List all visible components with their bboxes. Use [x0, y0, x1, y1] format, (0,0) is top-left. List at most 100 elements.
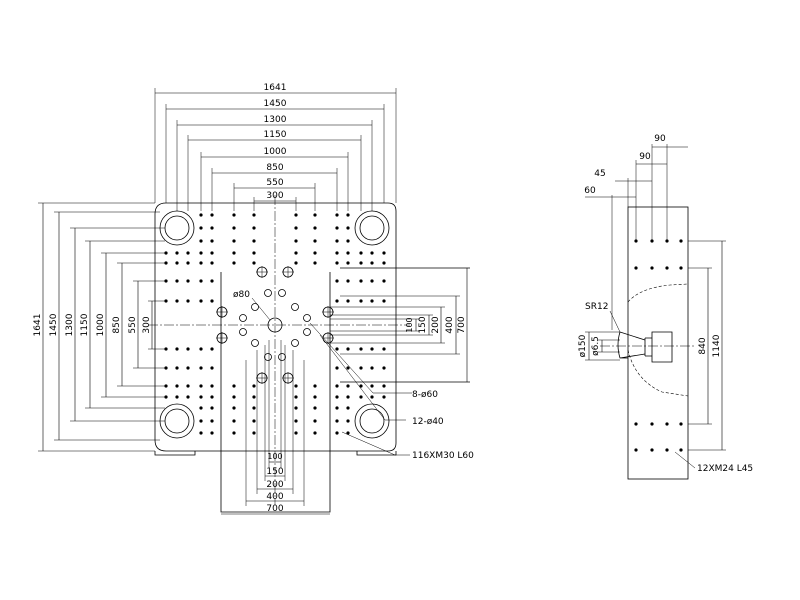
- tapped-hole: [210, 431, 214, 435]
- callout-116xm30: 116XM30 L60: [412, 451, 474, 461]
- tapped-hole: [232, 251, 236, 255]
- tapped-hole: [382, 279, 386, 283]
- tapped-hole: [210, 226, 214, 230]
- side-cavity-dashed: [627, 283, 689, 397]
- tapped-hole: [359, 299, 363, 303]
- tapped-hole: [232, 213, 236, 217]
- tapped-hole: [370, 384, 374, 388]
- left-dimensions: 1641 1450 1300 1150 1000 850 550 300: [33, 202, 165, 452]
- tapped-hole: [210, 261, 214, 265]
- dim-bottom-400: 400: [266, 492, 283, 502]
- tapped-hole: [252, 226, 256, 230]
- tapped-hole: [210, 279, 214, 283]
- tapped-hole: [252, 395, 256, 399]
- side-holes: [634, 239, 683, 452]
- tapped-hole: [313, 261, 317, 265]
- tapped-hole: [199, 384, 203, 388]
- dim-top-1641: 1641: [264, 83, 287, 93]
- tapped-hole: [346, 213, 350, 217]
- tapped-hole: [210, 419, 214, 423]
- tapped-hole: [175, 395, 179, 399]
- tapped-hole: [313, 251, 317, 255]
- tapped-hole: [359, 347, 363, 351]
- dim-left-1300: 1300: [65, 313, 75, 336]
- tapped-hole: [210, 406, 214, 410]
- tapped-hole: [335, 251, 339, 255]
- tapped-hole: [164, 279, 168, 283]
- tapped-hole: [175, 299, 179, 303]
- platen-foot-left: [154, 451, 196, 456]
- dim-top-850: 850: [266, 163, 283, 173]
- dim-left-300: 300: [142, 316, 152, 333]
- tapped-hole: [210, 384, 214, 388]
- tapped-hole: [359, 261, 363, 265]
- tapped-hole: [382, 261, 386, 265]
- tapped-hole: [313, 431, 317, 435]
- side-right-dimensions: 840 1140: [688, 240, 726, 451]
- dim-left-1000: 1000: [96, 313, 106, 336]
- callout-8-60: 8-ø60: [412, 390, 438, 400]
- side-radius-label: SR12: [585, 302, 608, 312]
- tapped-hole: [346, 419, 350, 423]
- side-nozzle: [644, 331, 673, 363]
- tapped-hole: [210, 395, 214, 399]
- tapped-hole: [186, 384, 190, 388]
- dim-left-1641: 1641: [33, 314, 43, 337]
- tapped-hole: [175, 384, 179, 388]
- dim-left-1150: 1150: [80, 313, 90, 336]
- tapped-hole: [370, 251, 374, 255]
- dim-top-300: 300: [266, 191, 283, 201]
- dim-top-1000: 1000: [264, 147, 287, 157]
- tapped-hole: [346, 226, 350, 230]
- tapped-hole: [370, 347, 374, 351]
- tapped-hole: [252, 239, 256, 243]
- tapped-hole: [382, 366, 386, 370]
- tapped-hole: [232, 395, 236, 399]
- tapped-hole: [164, 299, 168, 303]
- tapped-holes-grid: [164, 213, 386, 435]
- tapped-hole: [382, 299, 386, 303]
- dim-top-550: 550: [266, 178, 283, 188]
- dim-right-200: 200: [431, 316, 441, 333]
- center-cutout: [220, 272, 331, 513]
- side-dia-6-5: ø6.5: [591, 336, 601, 356]
- tie-bar-holes: [159, 210, 390, 439]
- ejector-holes-60: [216, 266, 334, 384]
- tapped-hole: [346, 406, 350, 410]
- tapped-hole: [199, 419, 203, 423]
- tapped-hole: [199, 239, 203, 243]
- dim-bottom-100: 100: [267, 452, 282, 461]
- tapped-hole: [382, 347, 386, 351]
- top-dimensions: 1641 1450 1300 1150 1000 850 550 300: [154, 83, 397, 211]
- tapped-hole: [186, 347, 190, 351]
- tapped-hole: [186, 251, 190, 255]
- tapped-hole: [335, 384, 339, 388]
- tapped-hole: [232, 419, 236, 423]
- tapped-hole: [210, 251, 214, 255]
- tapped-hole: [335, 395, 339, 399]
- tapped-hole: [175, 261, 179, 265]
- tapped-hole: [346, 347, 350, 351]
- tapped-hole: [252, 419, 256, 423]
- tapped-hole: [335, 279, 339, 283]
- dim-left-550: 550: [128, 316, 138, 333]
- callout-12-40: 12-ø40: [412, 417, 444, 427]
- tapped-hole: [164, 366, 168, 370]
- tapped-hole: [210, 299, 214, 303]
- tapped-hole: [335, 299, 339, 303]
- tapped-hole: [359, 366, 363, 370]
- tapped-hole: [186, 366, 190, 370]
- dim-bottom-200: 200: [266, 480, 283, 490]
- tapped-hole: [359, 251, 363, 255]
- side-dim-90-a: 90: [654, 134, 666, 144]
- tapped-hole: [199, 299, 203, 303]
- tapped-hole: [346, 251, 350, 255]
- tapped-hole: [199, 431, 203, 435]
- tapped-hole: [199, 213, 203, 217]
- tapped-hole: [232, 406, 236, 410]
- tapped-hole: [313, 406, 317, 410]
- tapped-hole: [335, 419, 339, 423]
- tapped-hole: [210, 347, 214, 351]
- dim-left-850: 850: [112, 316, 122, 333]
- tapped-hole: [294, 239, 298, 243]
